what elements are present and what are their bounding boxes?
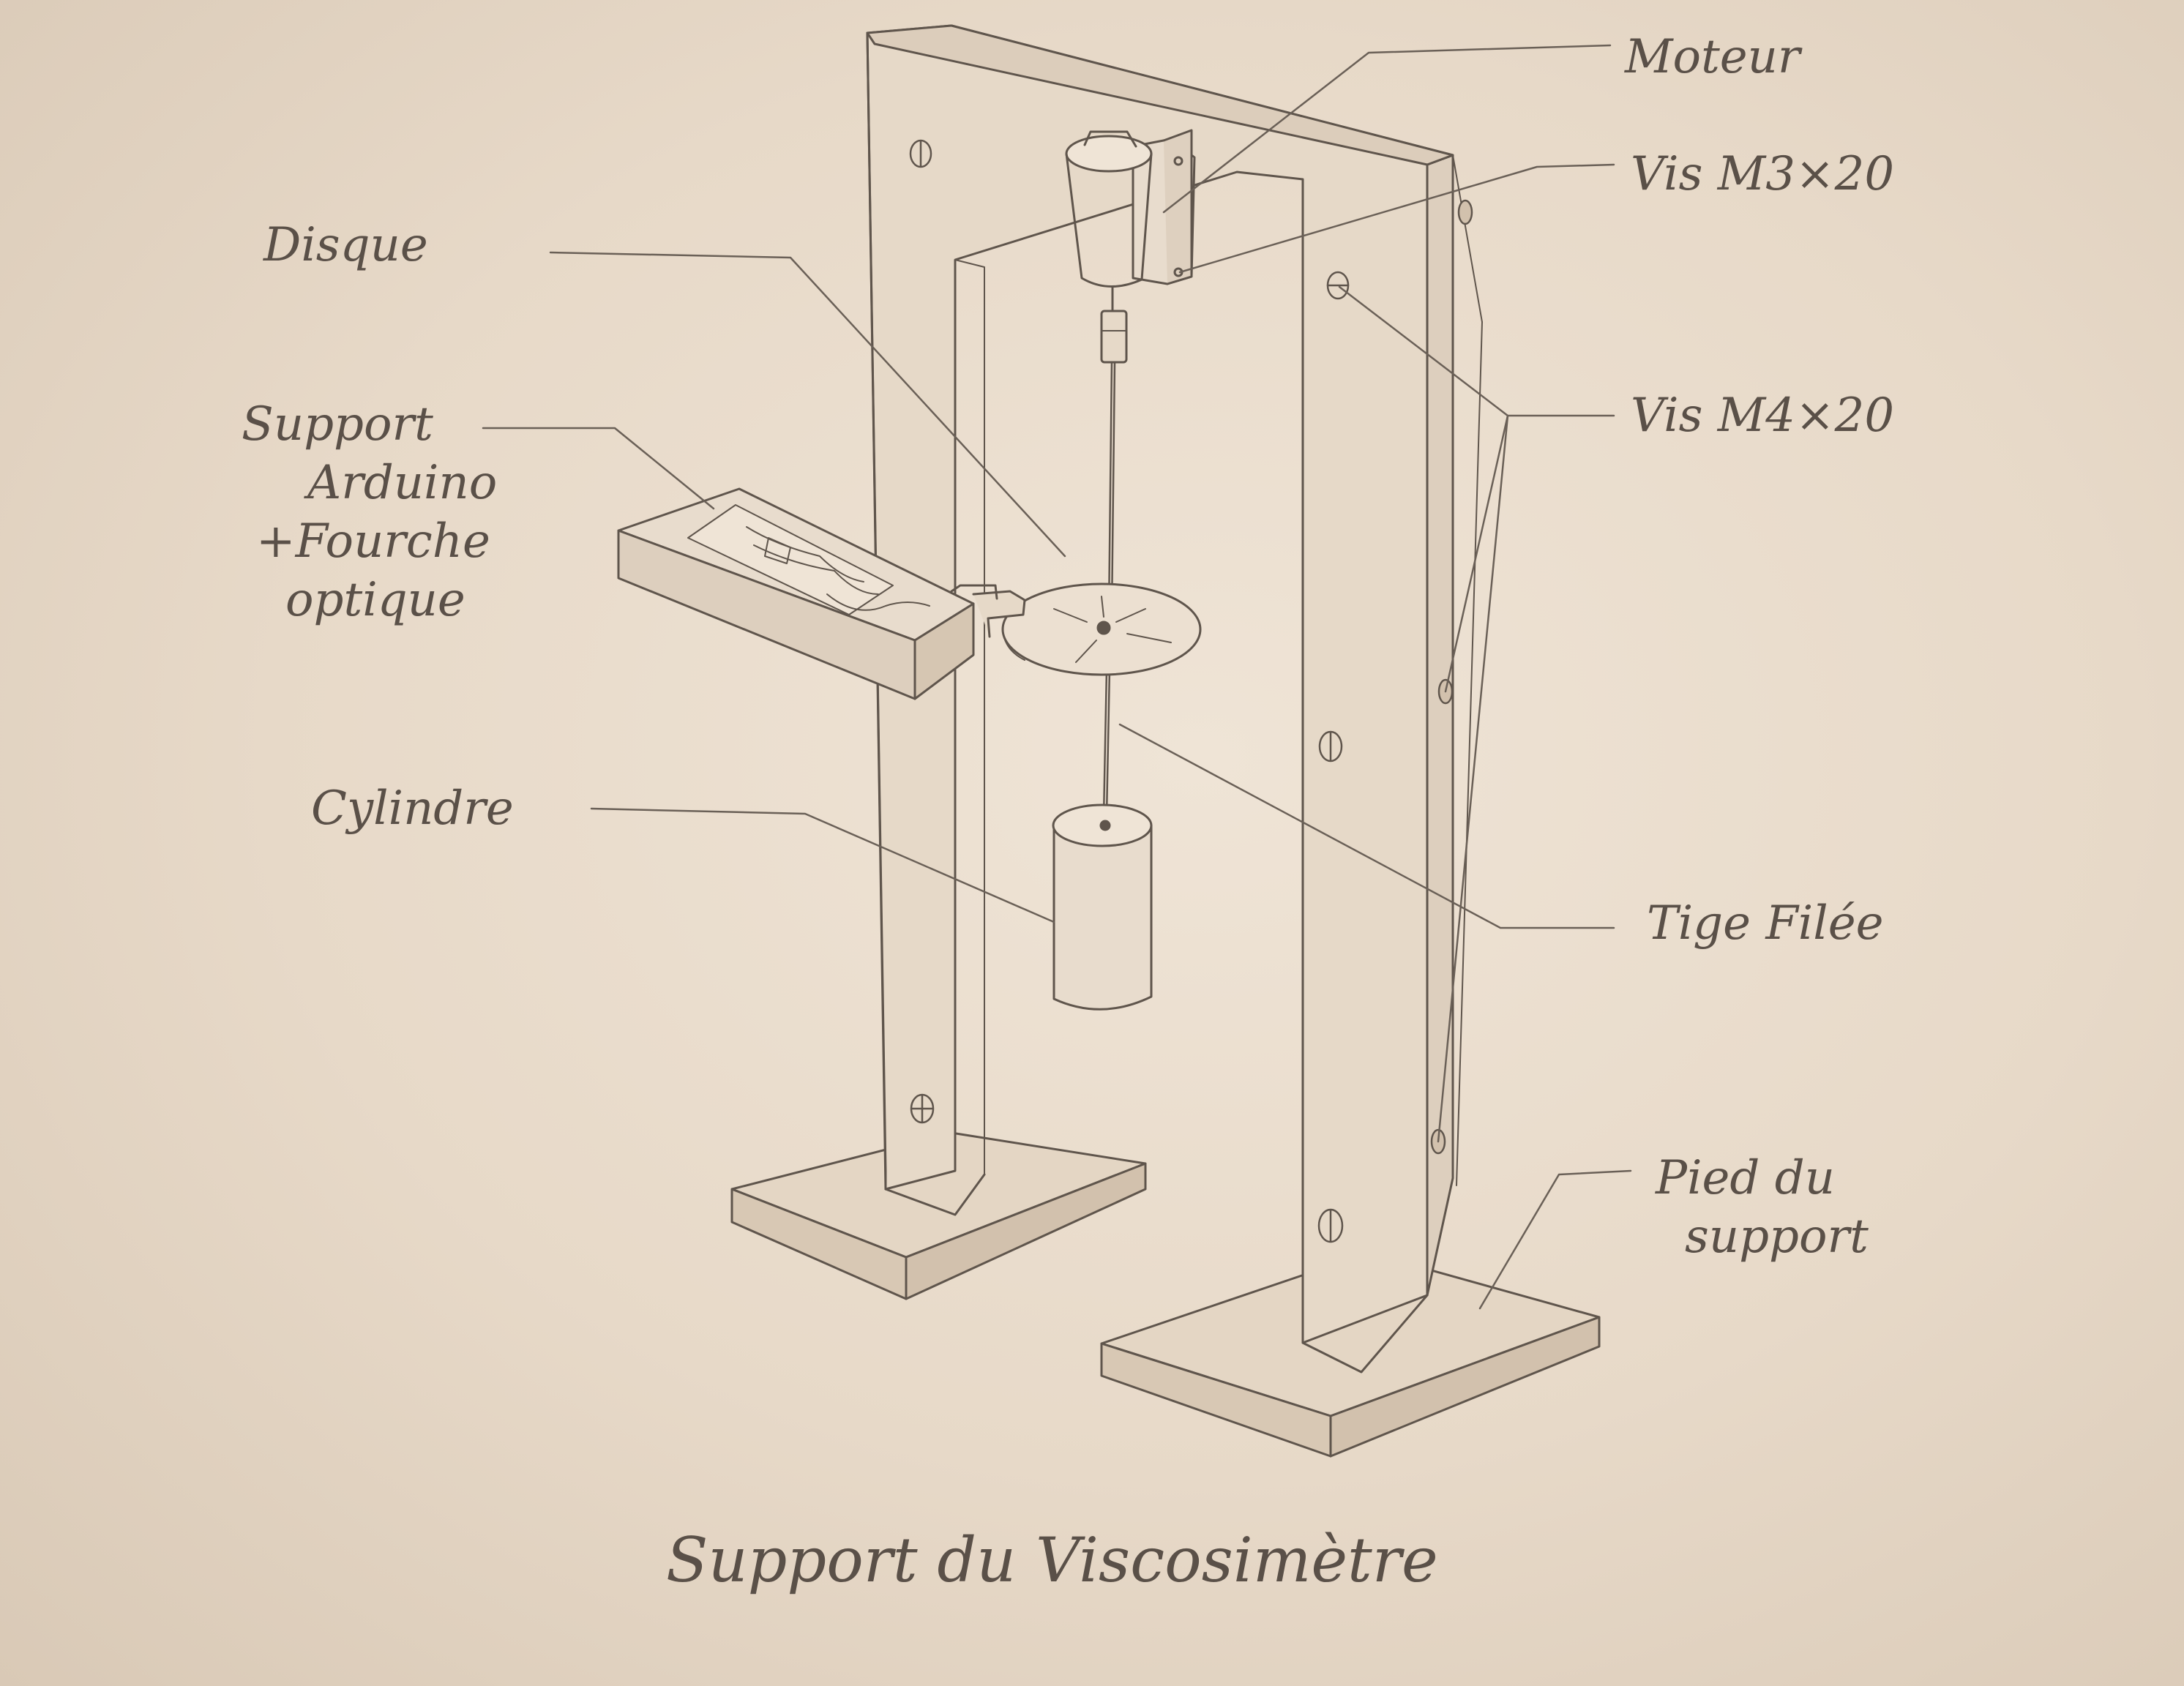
right-base (1100, 1251, 1601, 1458)
label-vis-m3: Vis M3×20 (1631, 147, 1895, 201)
label-support-arduino: Support Arduino +Fourche optique (242, 395, 498, 629)
label-pied-du-support: Pied du support (1656, 1149, 1869, 1266)
label-support-line-4: optique (285, 573, 465, 627)
leader-moteur (1162, 44, 1612, 214)
label-support-line-2: Arduino (307, 456, 498, 510)
label-vis-m4: Vis M4×20 (1631, 389, 1895, 443)
leader-disque (549, 251, 1066, 558)
leader-pied (1478, 1169, 1632, 1310)
leader-tige (1118, 723, 1615, 929)
label-cylindre: Cylindre (311, 782, 514, 836)
label-pied-line-2: support (1685, 1210, 1869, 1264)
label-pied-line-1: Pied du (1656, 1151, 1835, 1205)
label-support-line-3: +Fourche (256, 514, 490, 569)
leader-lines (482, 44, 1632, 1310)
label-tige-filee: Tige Filée (1647, 896, 1884, 951)
motor-icon (1065, 129, 1196, 288)
leader-vis-m3 (1178, 163, 1615, 274)
label-support-line-1: Support (242, 397, 433, 452)
leader-vis-m4c (1437, 414, 1509, 1143)
coupler-icon (1100, 285, 1128, 364)
label-moteur: Moteur (1625, 30, 1800, 84)
leader-cylindre (590, 807, 1055, 923)
screw-m4-icon (909, 139, 1473, 1243)
label-disque: Disque (263, 218, 428, 272)
threaded-rod (1102, 361, 1116, 817)
left-base (730, 1131, 1147, 1300)
cylinder-icon (1052, 803, 1153, 1011)
leader-vis-m4b (1444, 414, 1509, 693)
disk-icon (1001, 582, 1202, 676)
leader-support (482, 427, 715, 510)
arduino-support-icon (617, 487, 1026, 700)
diagram-title: Support du Viscosimètre (666, 1524, 1438, 1596)
